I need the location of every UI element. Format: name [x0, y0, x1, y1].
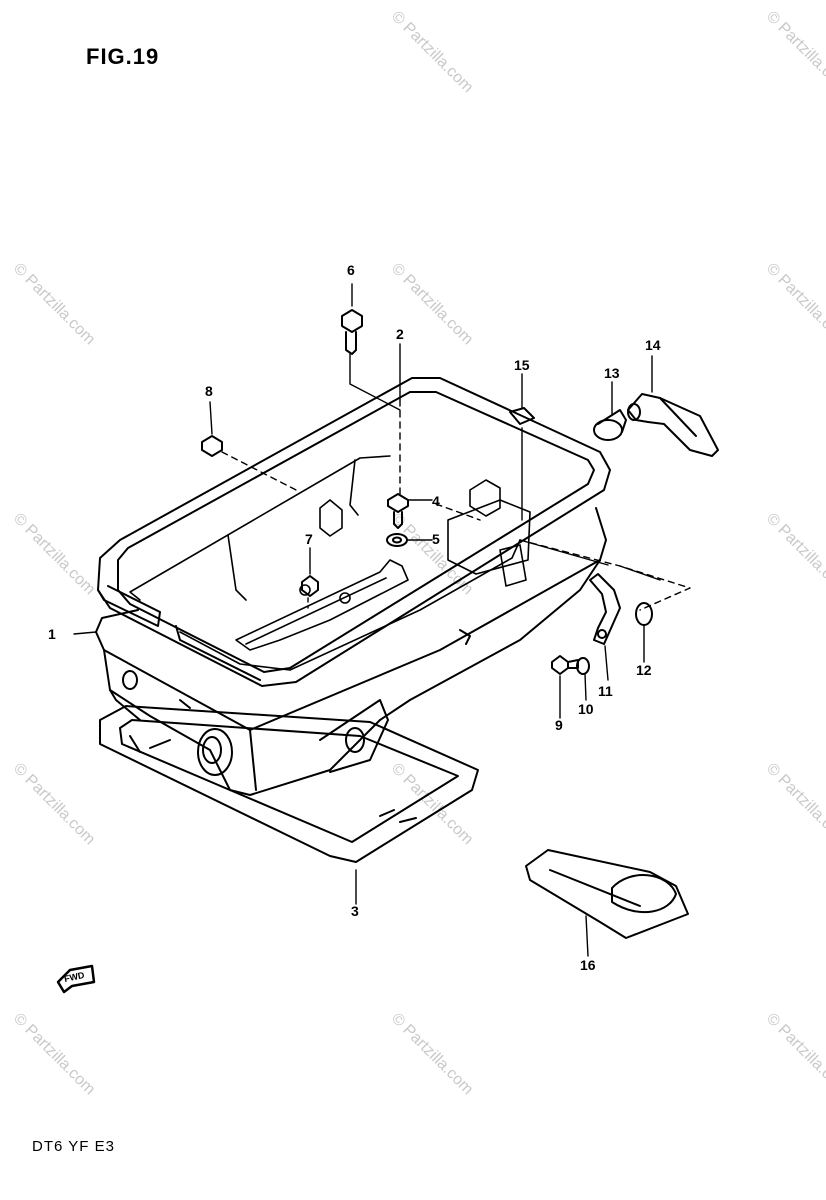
nut-8: [201, 435, 223, 457]
inner-cavity: [129, 455, 531, 671]
cover-plate-16: [525, 849, 689, 939]
bolt-4: [387, 493, 409, 529]
callout-3: 3: [351, 903, 359, 919]
callout-1: 1: [48, 626, 56, 642]
hose-fitting-14: [627, 393, 719, 457]
screw-9: [551, 655, 579, 675]
bolt-6: [341, 309, 363, 355]
callout-5: 5: [432, 531, 440, 547]
washer-5: [386, 533, 408, 547]
callout-14: 14: [645, 337, 661, 353]
callout-15: 15: [514, 357, 530, 373]
model-code: DT6 YF E3: [32, 1138, 115, 1155]
callout-11: 11: [598, 683, 613, 699]
lower-case-body: [95, 507, 607, 796]
washer-12: [635, 602, 653, 626]
washer-10: [576, 657, 590, 675]
gasket-seal-frame: [97, 377, 611, 687]
callout-12: 12: [636, 662, 652, 678]
grommet-13: [593, 409, 627, 441]
lower-gasket-plate: [99, 705, 479, 863]
bracket-11: [589, 573, 621, 645]
callout-8: 8: [205, 383, 213, 399]
callout-13: 13: [604, 365, 620, 381]
leader-lines: [73, 283, 691, 957]
callout-4: 4: [432, 493, 440, 509]
figure-title: FIG.19: [86, 44, 160, 69]
callout-16: 16: [580, 957, 596, 973]
callout-7: 7: [305, 531, 313, 547]
plug-7: [301, 575, 319, 597]
fwd-arrow: [56, 964, 96, 994]
callout-10: 10: [578, 701, 594, 717]
callout-9: 9: [555, 717, 563, 733]
callout-6: 6: [347, 262, 355, 278]
callout-2: 2: [396, 326, 404, 342]
